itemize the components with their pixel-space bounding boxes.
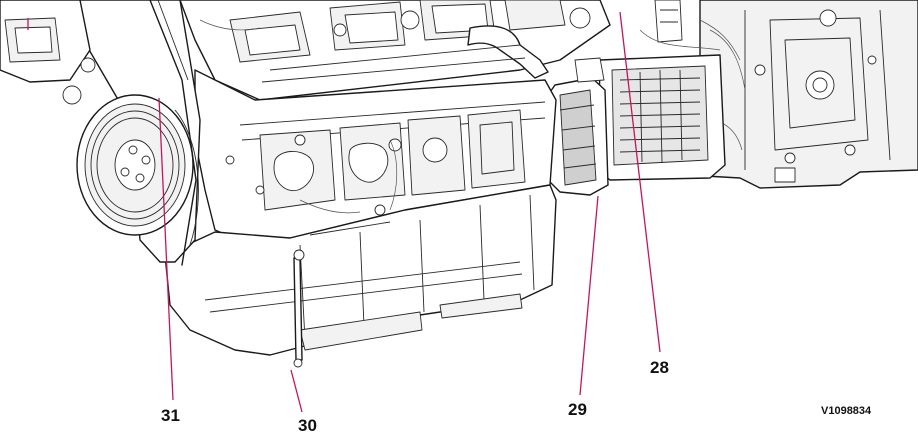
figure-id: V1098834: [821, 405, 872, 417]
callout-31: 31: [161, 406, 180, 425]
leader-28: [619, 11, 661, 353]
leader-31: [158, 97, 174, 401]
ecu-harness-block: [597, 0, 741, 181]
transmission-housing: [699, 0, 918, 189]
callout-29: 29: [568, 400, 587, 419]
oil-pan: [164, 184, 557, 368]
callout-28: 28: [650, 358, 669, 377]
front-pulleys: [0, 0, 201, 266]
engine-block: [194, 69, 557, 246]
leader-29: [579, 195, 599, 396]
filter-housing: [547, 57, 609, 196]
callout-30: 30: [298, 416, 317, 435]
leader-30: [290, 369, 303, 413]
leader-lines: [27, 11, 661, 413]
intake-manifold: [179, 0, 611, 101]
